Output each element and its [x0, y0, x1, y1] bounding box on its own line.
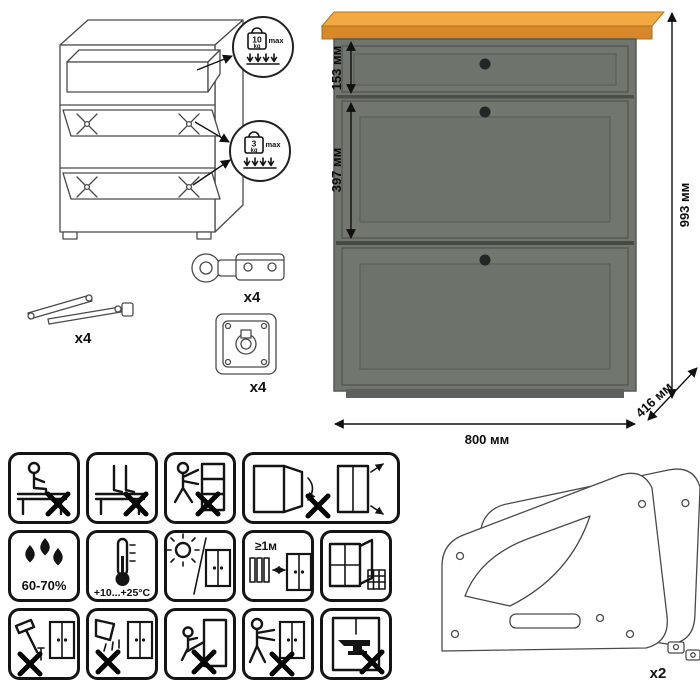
pictogram-no-leaning-on-flap: [164, 608, 236, 680]
pictogram-no-climbing: [164, 452, 236, 524]
lid-stay-drawing: x4: [27, 294, 134, 347]
temperature-value: +10...+25°C: [94, 587, 151, 599]
weight-icon: 10 kg: [247, 27, 267, 50]
pictogram-temperature: +10...+25°C: [86, 530, 158, 602]
weight-unit: kg: [250, 148, 257, 154]
divider-1: [336, 95, 634, 99]
wood-top-face: [320, 11, 666, 27]
anvil-icon: [338, 640, 370, 655]
weight-max-label: max: [268, 36, 284, 45]
plinth: [346, 389, 624, 398]
weight-value: 10: [252, 35, 262, 45]
pictogram-no-heavy-load: [320, 608, 392, 680]
distance-value: ≥1м: [255, 539, 277, 553]
pictogram-sunlight: [164, 530, 236, 602]
open-flap-2: [62, 172, 221, 200]
drawer-front: [341, 45, 629, 93]
hinge-count: x4: [244, 289, 261, 306]
outline-cabinet-drawing: [59, 19, 244, 240]
hinge-drawing: x4: [191, 253, 285, 306]
load-arrows: [246, 53, 278, 63]
pictogram-no-liquids: [86, 608, 158, 680]
drawer-knob: [479, 58, 491, 70]
open-drawer: [66, 49, 221, 63]
pictogram-no-standing: [86, 452, 158, 524]
dim-height: 993 мм: [677, 183, 692, 228]
cam-lock-count: x4: [250, 379, 267, 396]
weight-value: 3: [252, 139, 257, 149]
load-arrows: [243, 157, 275, 167]
weight-callout-flap: 3 kg max: [229, 120, 291, 182]
weight-max-label: max: [265, 140, 281, 149]
middle-flap-front: [341, 100, 629, 239]
wood-top-edge: [321, 25, 653, 40]
weight-unit: kg: [253, 44, 260, 50]
pictogram-humidity: 60-70%: [8, 530, 80, 602]
weight-callout-drawer: 10 kg max: [232, 16, 294, 78]
weight-icon: 3 kg: [244, 131, 264, 154]
pictogram-heat-distance: ≥1м: [242, 530, 314, 602]
bottom-flap-front: [341, 247, 629, 386]
cam-lock-drawing: x4: [215, 313, 277, 396]
divider-2: [336, 241, 634, 245]
leader-flap1-weight: [194, 121, 230, 143]
lid-stay-count: x4: [75, 330, 92, 347]
pictogram-ventilation: [320, 530, 392, 602]
dim-top-section: 153 мм: [329, 46, 344, 91]
pictogram-no-tools: [8, 608, 80, 680]
leader-drawer-weight: [196, 54, 233, 71]
middle-knob: [479, 106, 491, 118]
humidity-value: 60-70%: [22, 578, 67, 593]
pictogram-door-mounting: [242, 452, 400, 524]
side-panels-drawing: x2: [441, 468, 700, 682]
dim-width: 800 мм: [465, 432, 510, 447]
pictogram-no-pushing: [242, 608, 314, 680]
side-panel-count: x2: [650, 665, 667, 682]
pictogram-no-sitting: [8, 452, 80, 524]
bottom-knob: [479, 254, 491, 266]
dim-middle-section: 397 мм: [329, 148, 344, 193]
leader-flap2-weight: [192, 159, 231, 186]
cabinet-render: [320, 11, 666, 398]
